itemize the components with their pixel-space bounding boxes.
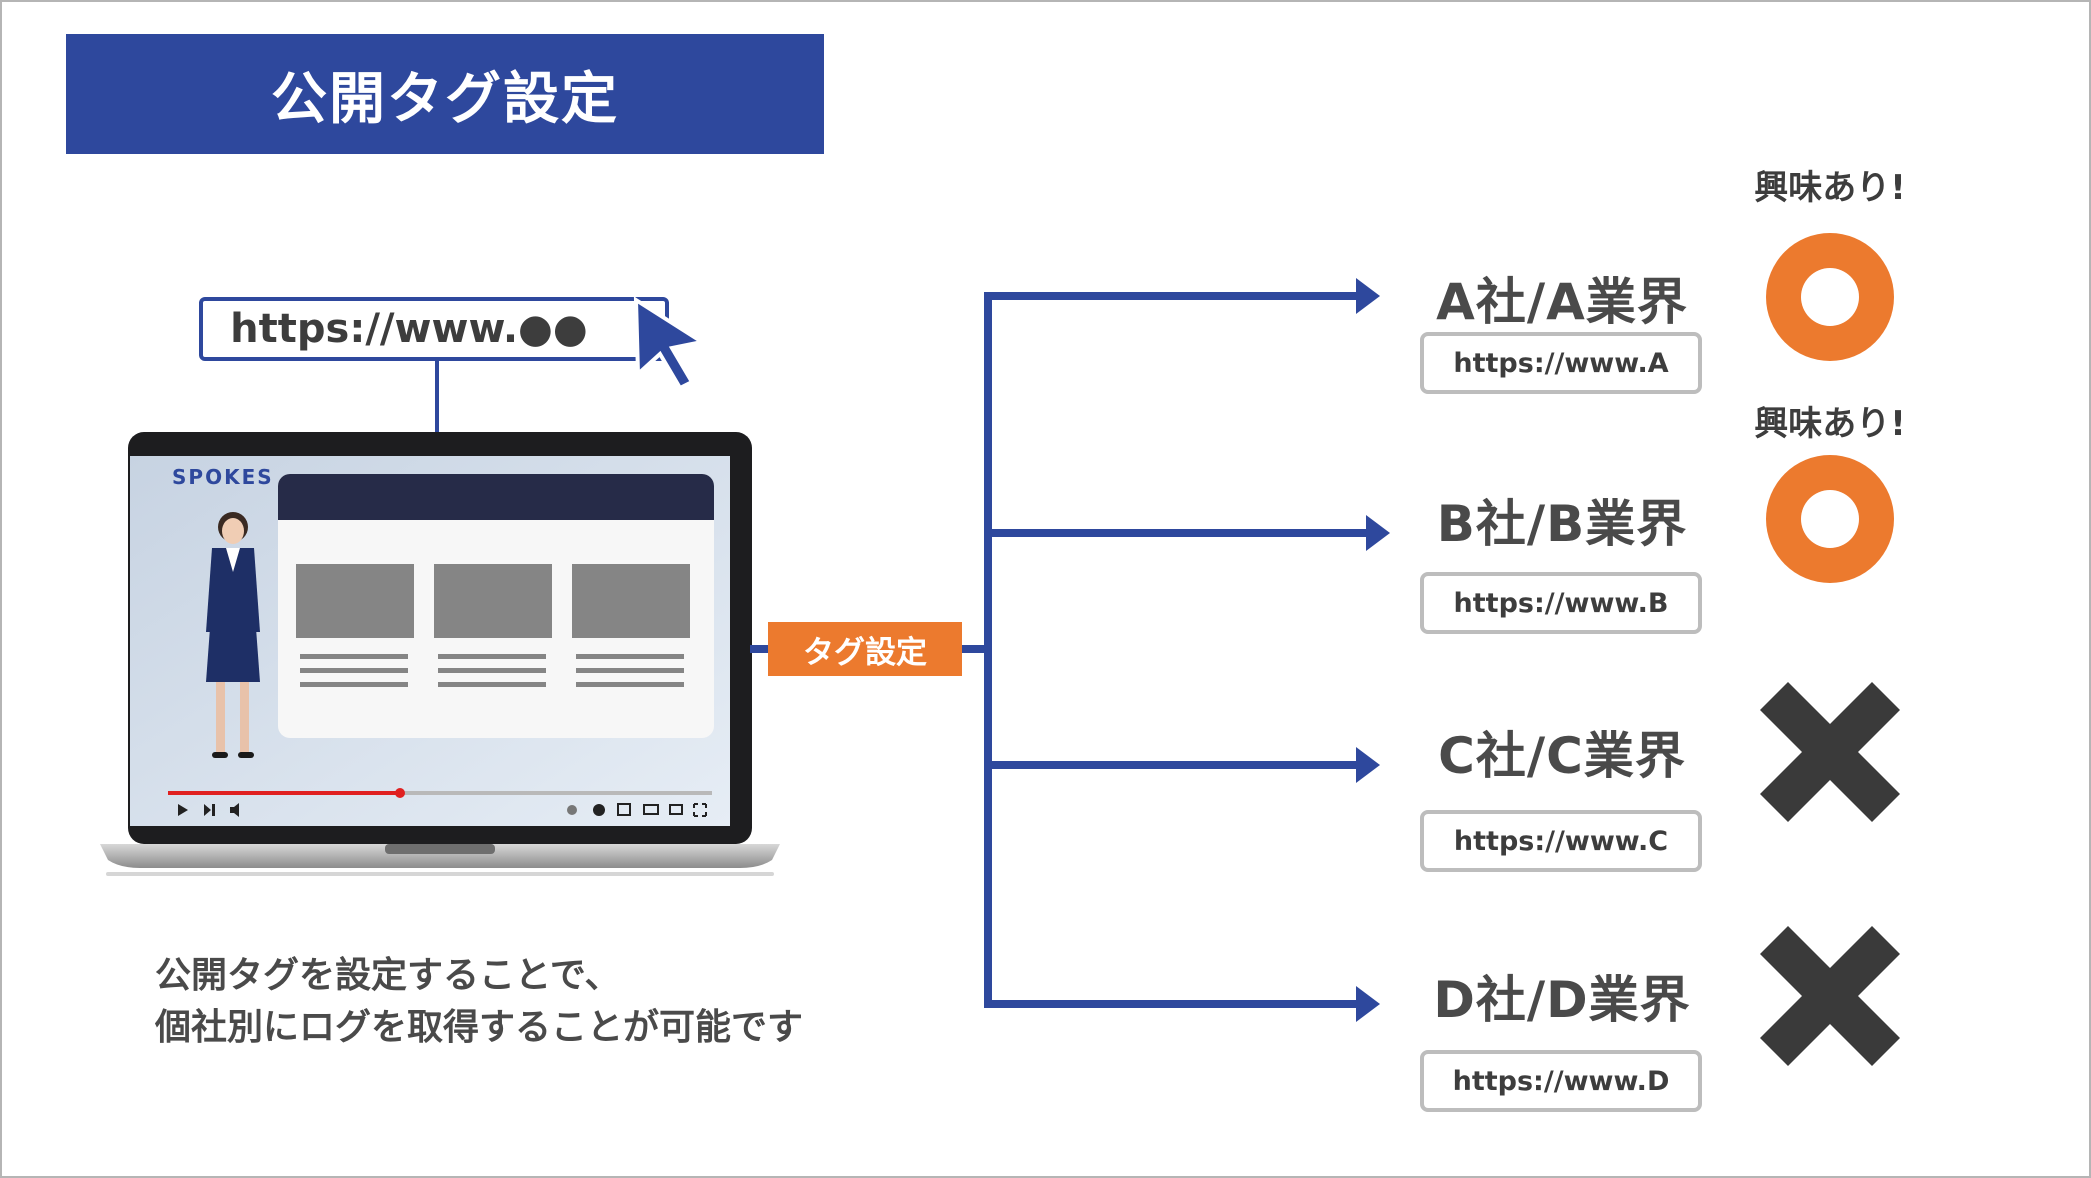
caption-line-2: 個社別にログを取得することが可能です xyxy=(155,1007,804,1048)
play-icon xyxy=(178,804,188,816)
cross-mark-icon xyxy=(1760,682,1900,822)
page-title: 公開タグ設定 xyxy=(271,66,619,132)
company-b-interest: 興味あり! xyxy=(1754,404,1906,444)
screen-brand: SPOKES xyxy=(172,465,274,489)
caption-line-1: 公開タグを設定することで、 xyxy=(155,955,621,996)
url-bar-text: https://www.●● xyxy=(230,306,588,352)
company-b-name: B社/B業界 xyxy=(1436,495,1688,553)
company-c-name: C社/C業界 xyxy=(1438,727,1686,785)
title-banner: 公開タグ設定 xyxy=(66,34,824,154)
url-bar: https://www.●● xyxy=(199,297,669,361)
circle-mark-icon xyxy=(1766,455,1894,583)
circle-mark-icon xyxy=(1766,233,1894,361)
presenter-figure xyxy=(206,512,260,758)
company-b-url: https://www.B xyxy=(1420,572,1702,634)
mouse-cursor-icon xyxy=(633,296,708,391)
company-d-name: D社/D業界 xyxy=(1433,971,1691,1029)
caption: 公開タグを設定することで、 個社別にログを取得することが可能です xyxy=(155,950,803,1054)
url-connector-line xyxy=(435,358,439,434)
cross-mark-icon xyxy=(1760,926,1900,1066)
laptop-icon: SPOKES xyxy=(100,432,780,876)
company-a-url: https://www.A xyxy=(1420,332,1702,394)
company-d-url: https://www.D xyxy=(1420,1050,1702,1112)
company-a-interest: 興味あり! xyxy=(1754,168,1906,208)
progress-played xyxy=(168,791,400,795)
tag-setting-text: タグ設定 xyxy=(803,634,927,671)
company-c-url: https://www.C xyxy=(1420,810,1702,872)
tag-setting-label: タグ設定 xyxy=(768,622,962,676)
company-a-name: A社/A業界 xyxy=(1436,273,1688,331)
settings-icon xyxy=(593,804,605,816)
